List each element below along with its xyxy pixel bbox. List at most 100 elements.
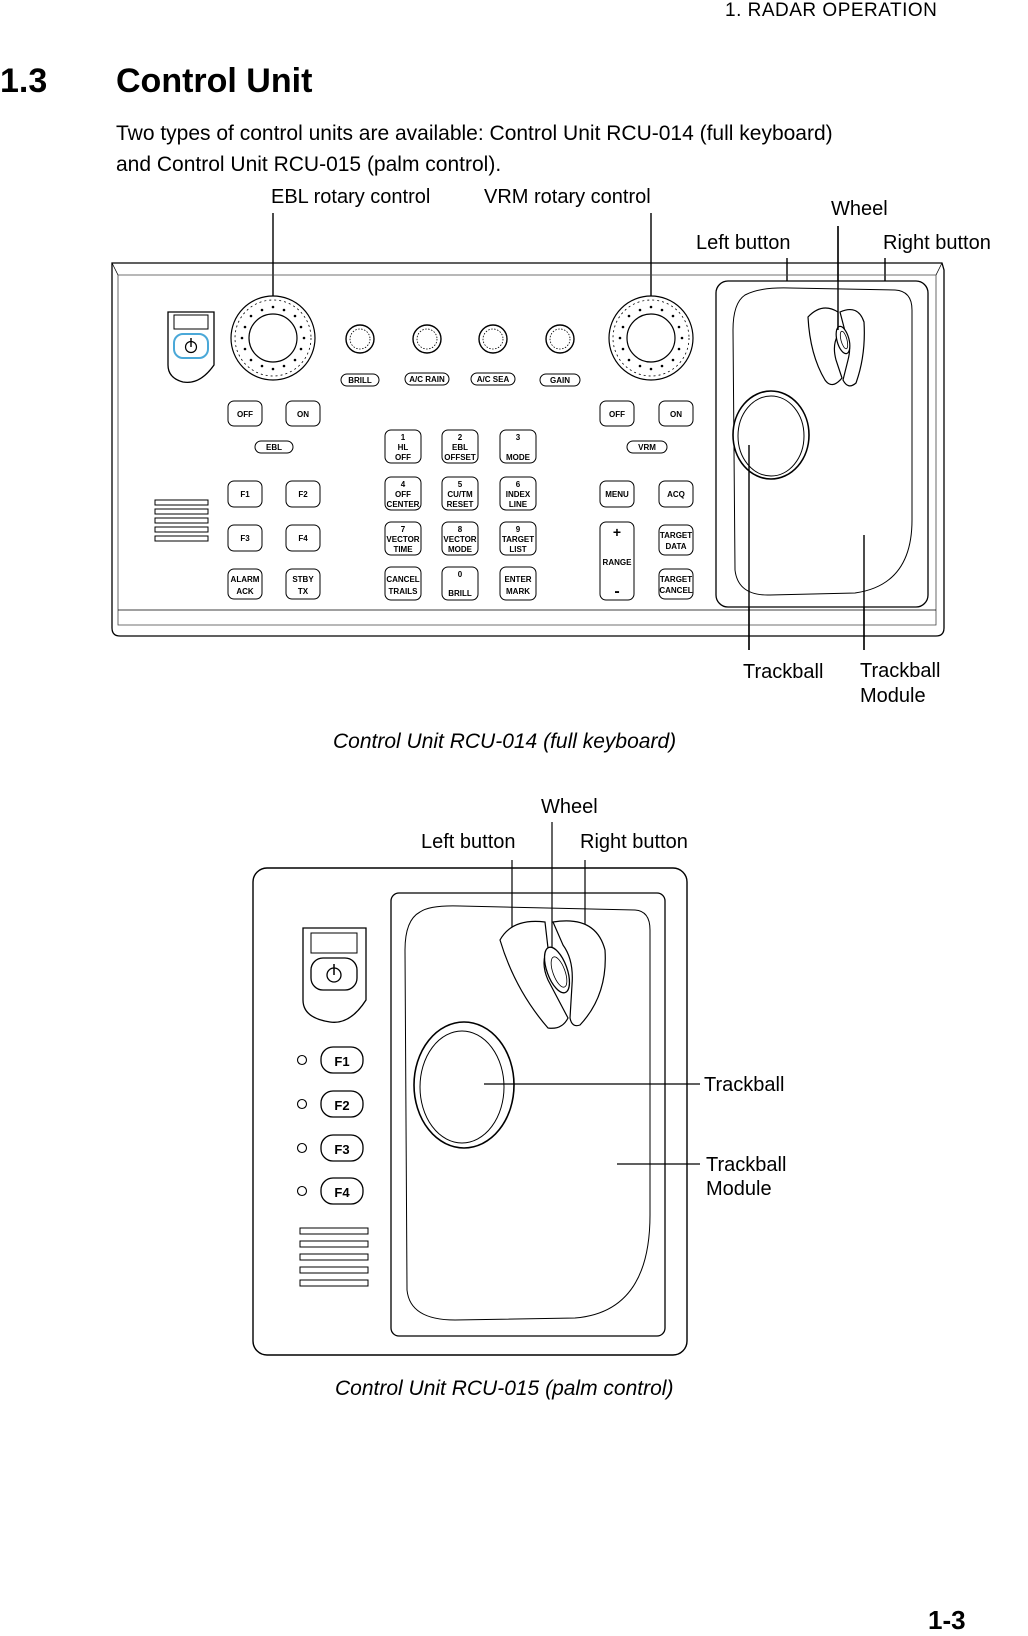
ac-sea-knob[interactable] (478, 324, 508, 354)
rcu015-right-mouse-button[interactable] (552, 920, 606, 1027)
vrm-rotary-knob[interactable] (608, 295, 694, 381)
rcu015-module-callout-line1: Trackball (706, 1154, 787, 1176)
chapter-header: 1. RADAR OPERATION (725, 0, 938, 21)
key-1-line2[interactable]: OFF (395, 453, 411, 462)
trackball-module-callout-line1: Trackball (860, 660, 941, 682)
key-2-line2[interactable]: OFFSET (444, 453, 476, 462)
range-label: RANGE (603, 558, 633, 567)
key-8-line1[interactable]: VECTOR (443, 535, 476, 544)
key-4-line1[interactable]: OFF (395, 490, 411, 499)
ebl-plate-label: EBL (266, 443, 282, 452)
ebl-rotary-knob[interactable] (230, 295, 316, 381)
rcu015-speaker-grille (299, 1227, 369, 1287)
target-data-line2[interactable]: DATA (665, 542, 686, 551)
key-5-num[interactable]: 5 (458, 480, 463, 489)
vrm-off-key[interactable]: OFF (609, 410, 625, 419)
f4-key[interactable]: F4 (298, 534, 308, 543)
scroll-wheel[interactable] (834, 325, 853, 355)
brill-label: BRILL (348, 376, 372, 385)
range-plus-key[interactable]: + (613, 524, 621, 540)
intro-line-1: Two types of control units are available… (116, 122, 833, 145)
trackball[interactable] (732, 390, 810, 480)
cancel-key-line1[interactable]: CANCEL (386, 575, 419, 584)
range-minus-key[interactable]: - (614, 583, 619, 600)
target-cancel-line1[interactable]: TARGET (660, 575, 692, 584)
target-data-line1[interactable]: TARGET (660, 531, 692, 540)
section-number: 1.3 (0, 62, 48, 100)
rcu015-right-button-callout: Right button (580, 831, 688, 853)
key-1-line1[interactable]: HL (398, 443, 409, 452)
key-0-line2[interactable]: BRILL (448, 589, 472, 598)
ac-sea-label: A/C SEA (477, 375, 510, 384)
ac-rain-knob[interactable] (412, 324, 442, 354)
key-4-line2[interactable]: CENTER (387, 500, 420, 509)
key-9-line2[interactable]: LIST (509, 545, 526, 554)
rcu015-f3-key[interactable]: F3 (334, 1142, 349, 1157)
key-5-line1[interactable]: CU/TM (447, 490, 473, 499)
f1-key[interactable]: F1 (240, 490, 250, 499)
key-1-num[interactable]: 1 (401, 433, 406, 442)
power-switch[interactable] (167, 311, 215, 384)
f2-key[interactable]: F2 (298, 490, 308, 499)
trackball-module-callout-line2: Module (860, 685, 926, 707)
stby-key-line2[interactable]: TX (298, 587, 309, 596)
acq-key[interactable]: ACQ (667, 490, 685, 499)
rcu015-wheel-callout: Wheel (541, 796, 598, 818)
rcu014-drawing: BRILL A/C RAIN A/C SEA GAIN OFF ON OFF O… (111, 213, 945, 650)
key-2-line1[interactable]: EBL (452, 443, 468, 452)
alarm-key-line2[interactable]: ACK (236, 587, 254, 596)
rcu015-f1-key[interactable]: F1 (334, 1054, 349, 1069)
stby-key-line1[interactable]: STBY (292, 575, 314, 584)
brill-knob[interactable] (345, 324, 375, 354)
target-cancel-line2[interactable]: CANCEL (659, 586, 692, 595)
wheel-callout: Wheel (831, 198, 888, 220)
trackball-callout: Trackball (743, 661, 824, 683)
key-7-line1[interactable]: VECTOR (386, 535, 419, 544)
key-2-num[interactable]: 2 (458, 433, 463, 442)
key-4-num[interactable]: 4 (401, 480, 406, 489)
alarm-key-line1[interactable]: ALARM (231, 575, 260, 584)
ebl-off-key[interactable]: OFF (237, 410, 253, 419)
key-6-num[interactable]: 6 (516, 480, 521, 489)
f1-led-indicator (296, 1054, 308, 1066)
vrm-rotary-callout: VRM rotary control (484, 186, 651, 208)
ac-rain-label: A/C RAIN (409, 375, 445, 384)
rcu015-module-callout-line2: Module (706, 1178, 772, 1200)
trackball-module (715, 280, 929, 608)
rcu015-power-switch[interactable] (302, 927, 367, 1023)
key-5-line2[interactable]: RESET (447, 500, 474, 509)
rcu015-scroll-wheel[interactable] (539, 944, 574, 996)
cancel-key-line2[interactable]: TRAILS (389, 587, 419, 596)
gain-knob[interactable] (545, 324, 575, 354)
menu-key[interactable]: MENU (605, 490, 629, 499)
rcu015-f4-key[interactable]: F4 (334, 1185, 350, 1200)
section-title: Control Unit (116, 62, 313, 100)
intro-line-2: and Control Unit RCU-015 (palm control). (116, 153, 502, 176)
rcu015-drawing: F1 F2 F3 F4 (252, 822, 700, 1356)
gain-label: GAIN (550, 376, 570, 385)
f3-led-indicator (296, 1142, 308, 1154)
key-3-line2[interactable]: MODE (506, 453, 531, 462)
key-3-num[interactable]: 3 (516, 433, 521, 442)
key-6-line2[interactable]: LINE (509, 500, 528, 509)
key-7-line2[interactable]: TIME (393, 545, 413, 554)
ebl-on-key[interactable]: ON (297, 410, 309, 419)
rcu015-f2-key[interactable]: F2 (334, 1098, 349, 1113)
rcu015-trackball[interactable] (413, 1021, 515, 1149)
enter-key-line2[interactable]: MARK (506, 587, 530, 596)
f3-key[interactable]: F3 (240, 534, 250, 543)
f2-led-indicator (296, 1098, 308, 1110)
vrm-on-key[interactable]: ON (670, 410, 682, 419)
rcu015-left-mouse-button[interactable] (499, 920, 569, 1029)
key-7-num[interactable]: 7 (401, 525, 406, 534)
key-9-line1[interactable]: TARGET (502, 535, 534, 544)
key-8-num[interactable]: 8 (458, 525, 463, 534)
key-6-line1[interactable]: INDEX (506, 490, 531, 499)
left-mouse-button[interactable] (807, 307, 843, 386)
rcu015-left-button-callout: Left button (421, 831, 516, 853)
rcu015-trackball-callout: Trackball (704, 1074, 785, 1096)
key-9-num[interactable]: 9 (516, 525, 521, 534)
enter-key-line1[interactable]: ENTER (504, 575, 531, 584)
key-0-num[interactable]: 0 (458, 570, 463, 579)
key-8-line2[interactable]: MODE (448, 545, 473, 554)
